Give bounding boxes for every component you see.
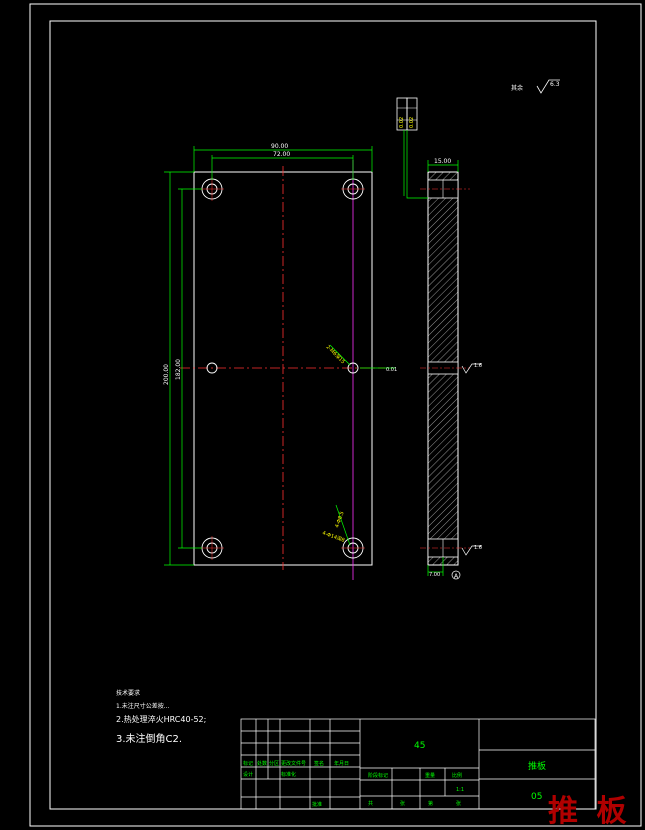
tb-label-sign: 签名 [314,760,324,767]
callout-through-hole: 4-Φ8.5 [334,511,345,529]
hole-top-left [200,177,224,201]
roughness-note: 其余 6.3 [511,79,560,94]
svg-text:1.6: 1.6 [474,363,482,369]
dim-total-width: 90.00 [271,143,288,150]
tolerance-frame: 0.02 0.02 [396,97,428,199]
thread-hole-right [347,362,359,374]
tb-label-of: 第 [428,800,433,807]
tb-scale: 1:1 [456,787,464,793]
tb-label-zone: 分区 [269,760,279,767]
callout-counterbore: 4-Φ14深8 [321,529,345,544]
callout-thread-hole: 2-M6深15 [325,343,347,365]
tech-title: 技术要求 [116,689,140,697]
side-dimensions [360,160,459,576]
roughness-symbol [536,79,560,94]
tb-label-weight: 重量 [425,772,435,779]
tb-label-total: 共 [368,800,373,807]
tb-drawing-no: 05 [531,792,542,802]
watermark-text: 推 板 [548,794,631,829]
title-block [240,718,596,810]
dim-hole-spacing-x: 72.00 [273,151,290,158]
svg-text:0.02: 0.02 [399,117,405,128]
outer-border [29,3,642,827]
dim-counterbore-depth: 7.00 [429,572,440,578]
hole-bottom-right [341,537,365,559]
tb-label-ratio: 比例 [452,772,462,779]
hole-bottom-left [200,536,224,560]
tb-label-standard: 标准化 [281,771,296,778]
tb-label-date: 年月日 [334,760,349,767]
front-view [180,160,385,580]
svg-text:1.6: 1.6 [474,545,482,551]
tb-label-design: 设计 [243,771,253,778]
tb-label-change: 更改文件号 [281,760,306,767]
dim-hole-spacing-y: 182.00 [175,359,182,380]
tb-part-name: 推板 [528,760,546,772]
front-dimensions [164,146,373,566]
svg-text:A: A [454,573,459,580]
tech-item-3: 3.未注倒角C2. [116,732,182,745]
tb-material: 45 [414,741,425,751]
surface-mark-mid: 1.6 [461,363,482,374]
tb-label-mark: 标记 [243,760,253,767]
svg-text:0.02: 0.02 [409,117,415,128]
tb-label-count: 处数 [257,760,267,767]
datum-symbol: A [451,570,461,580]
tb-label-sheet1: 张 [400,800,405,807]
tb-label-stage: 阶段标记 [368,772,388,779]
roughness-value: 6.3 [550,81,560,88]
dim-centerline-value: 0.01 [386,367,397,373]
tech-item-2: 2.热处理淬火HRC40-52; [116,714,206,724]
tb-label-sheet2: 张 [456,800,461,807]
roughness-label: 其余 [511,84,523,92]
side-view [420,171,470,566]
tb-label-approve: 批准 [312,801,322,808]
dim-thickness: 15.00 [434,158,451,165]
tech-requirements: 技术要求 1.未注尺寸公差按... 2.热处理淬火HRC40-52; 3.未注倒… [116,689,206,745]
title-block-text: 45 推板 05 1:1 标记 处数 分区 更改文件号 签名 年月日 设计 标准… [243,741,546,808]
surface-mark-bottom: 1.6 [461,545,482,556]
tech-item-1: 1.未注尺寸公差按... [116,702,170,710]
thread-hole-left [206,362,218,374]
dim-total-height: 200.00 [163,364,170,385]
